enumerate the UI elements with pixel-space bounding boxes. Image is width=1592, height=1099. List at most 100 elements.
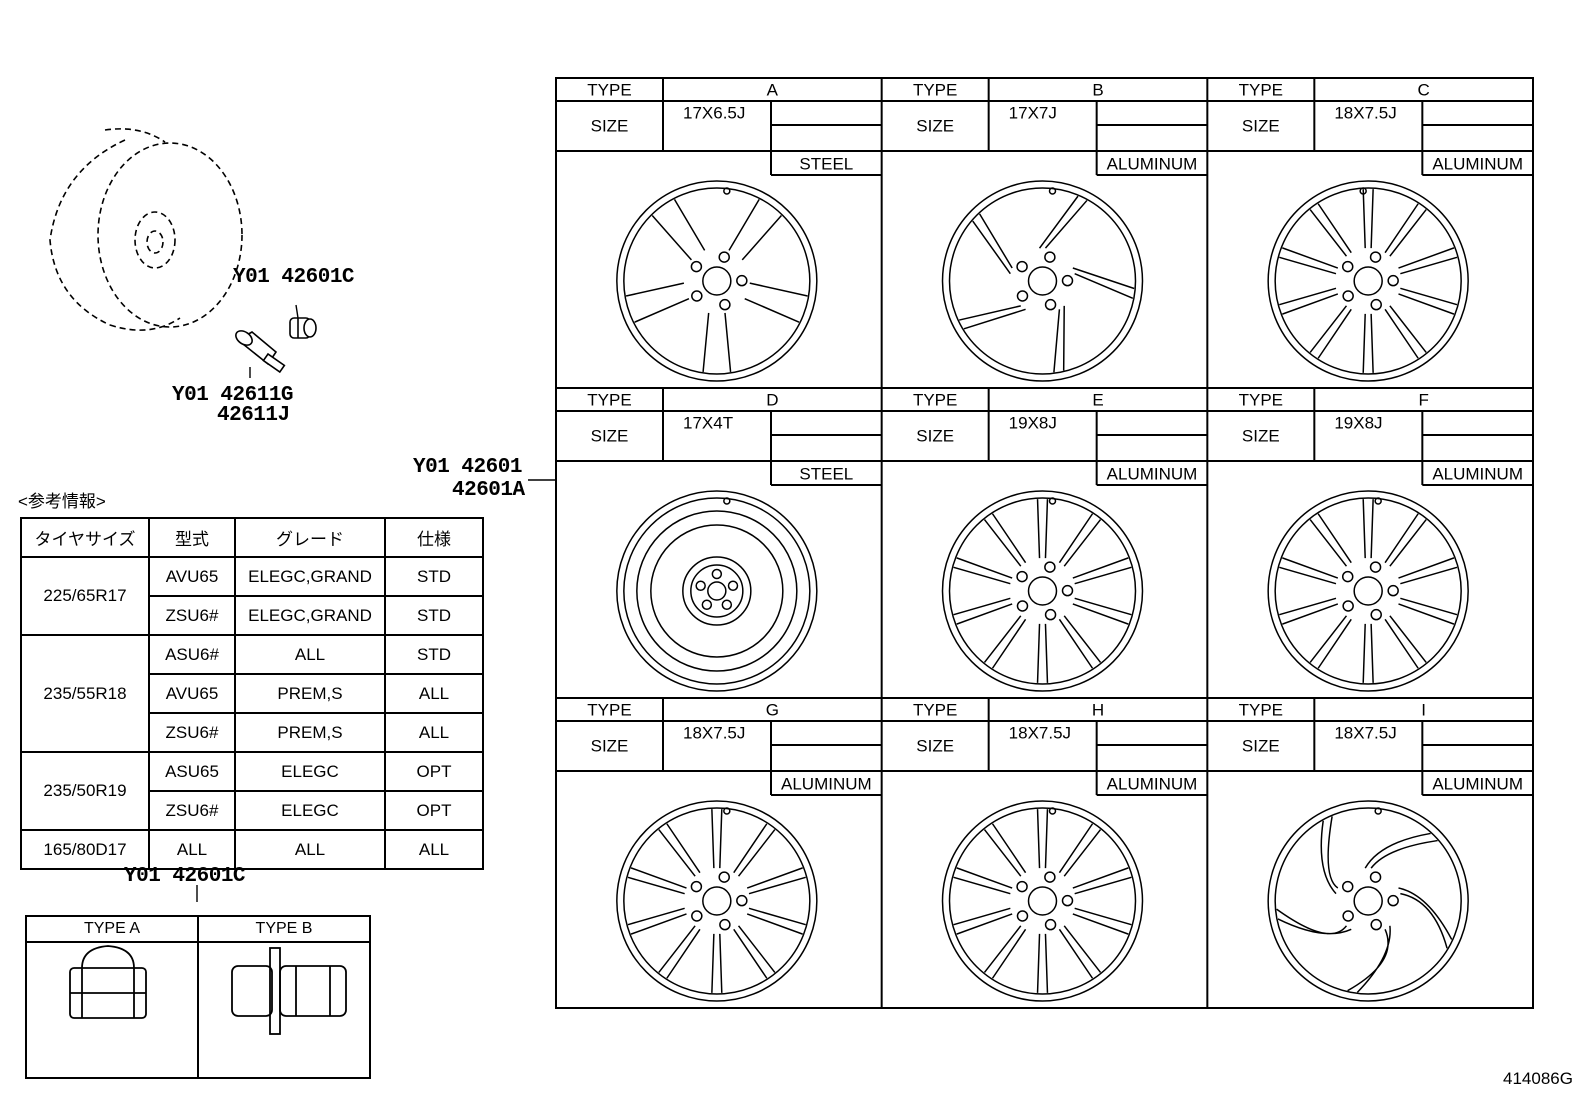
wheel-material: ALUMINUM — [1432, 464, 1523, 484]
type-label: TYPE — [912, 390, 958, 410]
wheel-C-drawing — [1267, 180, 1469, 382]
size-label: SIZE — [1241, 116, 1280, 136]
grade-cell: ELEGC,GRAND — [234, 595, 386, 636]
tire-size-cell: 235/50R19 — [20, 751, 150, 831]
wheel-table-grid — [555, 77, 1534, 1009]
type-label: TYPE — [1238, 80, 1284, 100]
size-label: SIZE — [590, 736, 629, 756]
nut-type-a-cell — [25, 941, 199, 1079]
wheel-size: 17X4T — [683, 413, 734, 433]
size-label: SIZE — [590, 426, 629, 446]
table-row: 225/65R17 AVU65 ELEGC,GRAND STD — [20, 556, 484, 636]
valve-part-number-alt: 42611J — [217, 404, 290, 427]
type-label: TYPE — [587, 80, 632, 100]
grade-cell: ELEGC — [234, 751, 386, 792]
table-row: ZSU6# ELEGC OPT — [21, 790, 484, 831]
spec-cell: STD — [384, 595, 484, 636]
type-label: TYPE — [587, 390, 632, 410]
model-cell: AVU65 — [148, 556, 236, 597]
wheel-type-letter: C — [1417, 80, 1430, 100]
wheel-size: 18X7.5J — [1008, 723, 1072, 743]
model-cell: ZSU6# — [148, 790, 236, 831]
model-cell: ASU6# — [148, 634, 236, 675]
wheel-material: ALUMINUM — [1106, 774, 1198, 794]
header-tire-size: タイヤサイズ — [20, 517, 150, 558]
tire-size-cell: 235/55R18 — [20, 634, 150, 753]
wheel-D-drawing — [616, 490, 818, 692]
size-label: SIZE — [590, 116, 629, 136]
grade-cell: ALL — [234, 634, 386, 675]
table-row: AVU65 PREM,S ALL — [21, 673, 484, 714]
wheel-type-letter: B — [1092, 80, 1104, 100]
grade-cell: PREM,S — [234, 712, 386, 753]
model-cell: ZSU6# — [148, 712, 236, 753]
model-cell: AVU65 — [148, 673, 236, 714]
wheel-size: 18X7.5J — [1334, 723, 1397, 743]
size-label: SIZE — [916, 426, 955, 446]
wheel-size: 19X8J — [1008, 413, 1057, 433]
valve-part-number: Y01 42611G — [172, 384, 294, 407]
size-label: SIZE — [1241, 426, 1280, 446]
wheel-type-letter: E — [1092, 390, 1104, 410]
wheel-G-drawing — [616, 800, 818, 1002]
wheel-material: STEEL — [799, 464, 854, 484]
type-label: TYPE — [1238, 700, 1284, 720]
wheel-material: ALUMINUM — [1106, 154, 1198, 174]
wheel-type-letter: G — [765, 700, 779, 720]
wheel-material: ALUMINUM — [1432, 774, 1523, 794]
wheel-part-number: Y01 42601 — [413, 456, 522, 479]
nut-type-b-cell — [197, 941, 371, 1079]
wheel-F-drawing — [1267, 490, 1469, 692]
valve-stem-icon — [235, 330, 286, 374]
wheel-type-letter: A — [766, 80, 778, 100]
wheel-part-number-alt: 42601A — [452, 479, 525, 502]
wheel-type-letter: F — [1418, 390, 1429, 410]
size-label: SIZE — [916, 116, 955, 136]
grade-cell: ELEGC — [234, 790, 386, 831]
reference-title: <参考情報> — [18, 492, 106, 511]
spec-cell: STD — [384, 634, 484, 675]
grade-cell: PREM,S — [234, 673, 386, 714]
model-cell: ZSU6# — [148, 595, 236, 636]
wheel-B-drawing — [941, 180, 1144, 382]
wheel-size: 19X8J — [1334, 413, 1383, 433]
tire-illustration — [49, 128, 243, 331]
reference-header-row: タイヤサイズ 型式 グレード 仕様 — [20, 517, 484, 558]
spec-cell: ALL — [384, 673, 484, 714]
size-label: SIZE — [1241, 736, 1280, 756]
wheel-I-drawing — [1267, 800, 1469, 1002]
wheel-size: 17X7J — [1008, 103, 1057, 123]
spec-cell: STD — [384, 556, 484, 597]
reference-table: タイヤサイズ 型式 グレード 仕様 225/65R17 AVU65 ELEGC,… — [20, 517, 484, 870]
lug-nut-small-icon — [289, 317, 317, 339]
spec-cell: ALL — [384, 829, 484, 870]
wheel-type-letter: D — [766, 390, 779, 410]
wheel-material: ALUMINUM — [1432, 154, 1523, 174]
tire-size-cell: 165/80D17 — [20, 829, 150, 870]
wheel-type-letter: H — [1091, 700, 1105, 720]
type-label: TYPE — [912, 700, 958, 720]
wheel-size: 18X7.5J — [1334, 103, 1397, 123]
spec-cell: OPT — [384, 790, 484, 831]
type-label: TYPE — [912, 80, 958, 100]
wheel-size: 17X6.5J — [683, 103, 746, 123]
size-label: SIZE — [916, 736, 955, 756]
figure-id: 414086G — [1503, 1069, 1573, 1088]
table-row: 235/50R19 ASU65 ELEGC OPT — [20, 751, 484, 831]
wheel-A-drawing — [616, 180, 818, 382]
wheel-drawings — [616, 180, 1469, 1002]
wheel-material: ALUMINUM — [780, 774, 872, 794]
tire-size-cell: 225/65R17 — [20, 556, 150, 636]
wheel-H-drawing — [941, 800, 1144, 1002]
table-row: 165/80D17 ALL ALL ALL — [20, 829, 484, 870]
wheel-size: 18X7.5J — [683, 723, 746, 743]
lug-nut-part-number-bottom: Y01 42601C — [124, 865, 246, 888]
grade-cell: ALL — [234, 829, 386, 870]
grade-cell: ELEGC,GRAND — [234, 556, 386, 597]
type-label: TYPE — [587, 700, 632, 720]
header-grade: グレード — [234, 517, 386, 558]
model-cell: ALL — [148, 829, 236, 870]
header-spec: 仕様 — [384, 517, 484, 558]
header-model: 型式 — [148, 517, 236, 558]
